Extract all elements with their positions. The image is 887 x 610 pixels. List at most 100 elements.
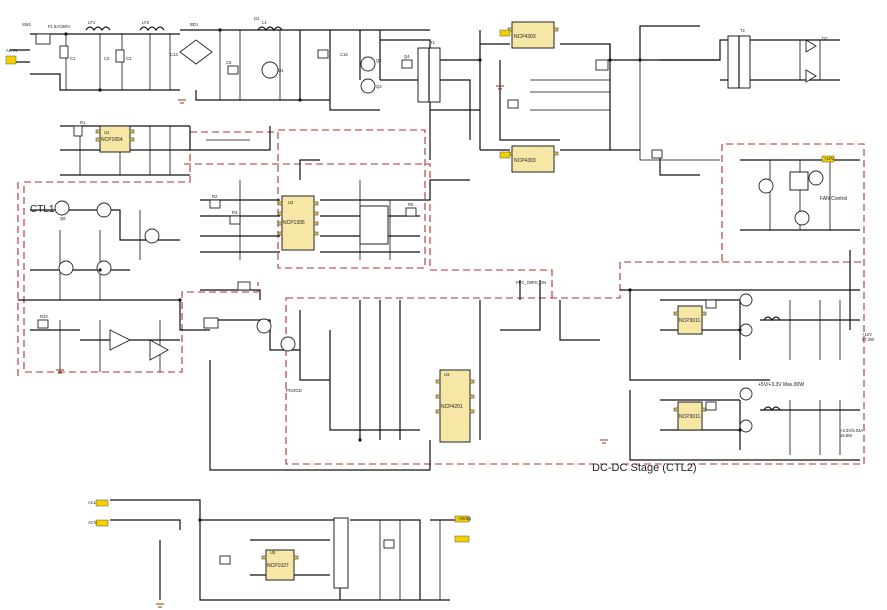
svg-text:D1: D1 — [254, 16, 260, 21]
svg-text:BD1: BD1 — [190, 22, 199, 27]
svg-text:F1 6A/250V: F1 6A/250V — [48, 24, 70, 29]
svg-text:NCP3011: NCP3011 — [679, 318, 701, 324]
svg-text:NCP1027: NCP1027 — [267, 563, 289, 569]
transistor-fan-a — [758, 178, 774, 194]
transistor-ctl1-a — [54, 200, 70, 216]
svg-text:C15: C15 — [340, 52, 348, 57]
inductor-lf2 — [139, 26, 165, 32]
ic-pins — [95, 27, 707, 560]
svg-text:NCP4303: NCP4303 — [514, 34, 536, 40]
svg-text:NCP4201: NCP4201 — [441, 404, 463, 410]
mosfet-buck1-lo — [739, 323, 753, 337]
svg-text:Q1: Q1 — [278, 68, 284, 73]
junctions — [64, 28, 742, 522]
svg-text:C5: C5 — [226, 60, 232, 65]
semiconductors — [54, 39, 824, 433]
svg-text:T2: T2 — [740, 28, 746, 33]
transistor-mid-b — [280, 336, 296, 352]
svg-text:LF1: LF1 — [88, 20, 96, 25]
svg-text:Q3: Q3 — [376, 84, 382, 89]
transformer-sb — [333, 517, 349, 589]
inductor-lf1 — [85, 26, 111, 32]
passives — [35, 33, 717, 565]
svg-text:R3: R3 — [232, 210, 238, 215]
ctl1-label: CTL1 — [30, 204, 55, 215]
ic-sync-rect-bottom — [511, 145, 555, 173]
svg-text:AC IN: AC IN — [6, 48, 17, 53]
opamp-ctl1-b — [149, 339, 169, 361]
svg-text:NCP1654: NCP1654 — [101, 137, 123, 143]
transistor-fan-b — [794, 210, 810, 226]
fan-motor — [808, 170, 824, 186]
ic-buck2 — [677, 401, 703, 431]
ic-standby — [265, 549, 295, 581]
svg-text:D2: D2 — [822, 36, 828, 41]
mosfet-buck2-hi — [739, 387, 753, 401]
svg-text:C2: C2 — [104, 56, 110, 61]
svg-text:R1: R1 — [80, 120, 86, 125]
svg-text:Q6: Q6 — [60, 216, 66, 221]
mosfet-buck1-hi — [739, 293, 753, 307]
inductor-buck1 — [763, 316, 781, 322]
ic-dcdc-controller — [439, 369, 471, 443]
mosfet-buck2-lo — [739, 419, 753, 433]
svg-text:SW1: SW1 — [22, 22, 32, 27]
inductor-buck2 — [763, 406, 781, 412]
diode-out-b — [805, 69, 817, 83]
mosfet-q1 — [261, 61, 279, 79]
svg-text:L1: L1 — [262, 20, 267, 25]
svg-text:T1: T1 — [430, 40, 436, 45]
opamp-ctl1 — [109, 329, 132, 351]
ic-buck1 — [677, 305, 703, 335]
ic-sync-rect-top — [511, 21, 555, 49]
svg-text:NCP4303: NCP4303 — [514, 158, 536, 164]
svg-text:PS_ON: PS_ON — [532, 280, 546, 285]
wiring — [10, 25, 860, 601]
component-labels: SW1 F1 6A/250V LF1 LF2 BD1 D1 L1 Q1 Q2 Q… — [6, 16, 834, 569]
svg-text:PFC_OK: PFC_OK — [516, 280, 533, 285]
integrated-circuits — [99, 21, 809, 581]
svg-text:Q4: Q4 — [404, 54, 410, 59]
svg-text:PGOOD: PGOOD — [286, 388, 302, 393]
diode-out-a — [805, 39, 817, 53]
transistor-ctl1-d — [58, 260, 74, 276]
ground-symbols — [56, 85, 608, 608]
fan-control-label: FAN Control — [820, 196, 847, 202]
svg-text:R10: R10 — [40, 314, 48, 319]
svg-text:ACN: ACN — [88, 520, 97, 525]
bridge-rectifier — [179, 39, 213, 65]
transistor-mid-a — [256, 318, 272, 334]
ic-fan-block — [789, 171, 809, 191]
svg-text:C3: C3 — [126, 56, 132, 61]
transistor-ctl1-e — [96, 260, 112, 276]
svg-text:LF2: LF2 — [142, 20, 150, 25]
ic-opamp-block — [359, 205, 389, 245]
svg-text:U5: U5 — [270, 550, 276, 555]
svg-text:ACL: ACL — [88, 500, 97, 505]
inductor-l1 — [257, 26, 283, 32]
svg-text:+5VSB: +5VSB — [458, 516, 471, 521]
svg-text:R5: R5 — [408, 202, 414, 207]
mosfet-q2 — [360, 56, 376, 72]
svg-text:C1: C1 — [70, 56, 76, 61]
svg-text:U3: U3 — [444, 372, 450, 377]
net-tags — [5, 29, 835, 543]
svg-text:Q2: Q2 — [376, 58, 382, 63]
svg-text:R2: R2 — [212, 194, 218, 199]
magnetics — [85, 26, 781, 589]
mosfet-q3 — [360, 78, 376, 94]
block-labels: DC-DC Stage (CTL2) CTL1 FAN Control +5V/… — [30, 196, 874, 474]
transistor-ctl1-b — [96, 202, 112, 218]
transistor-ctl1-c — [144, 228, 160, 244]
out5v-label: +5V/+3.3V Max.80W — [758, 382, 804, 388]
svg-text:+12V: +12V — [824, 156, 834, 161]
svg-text:NCP1395: NCP1395 — [283, 220, 305, 226]
svg-text:C13: C13 — [170, 52, 178, 57]
svg-text:U1: U1 — [104, 130, 110, 135]
svg-text:U2: U2 — [288, 200, 294, 205]
svg-text:NCP3011: NCP3011 — [679, 414, 701, 420]
dcdc-stage-label: DC-DC Stage (CTL2) — [592, 462, 697, 474]
